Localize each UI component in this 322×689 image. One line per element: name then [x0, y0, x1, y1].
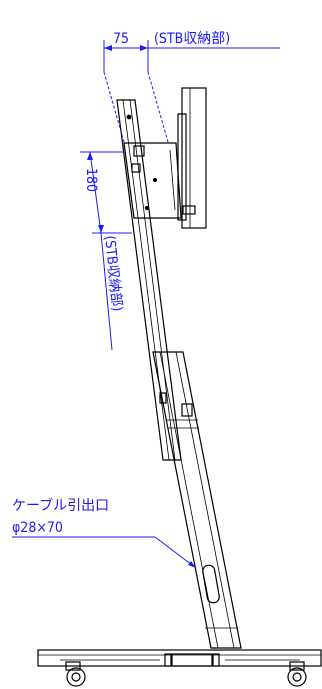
cable-outlet-leader	[12, 536, 197, 569]
cable-outlet-size: φ28×70	[12, 520, 63, 536]
height-dimension	[80, 151, 132, 351]
width-dimension-label: 75	[113, 31, 129, 47]
height-dimension-label: 180	[83, 168, 99, 192]
cable-outlet-title: ケーブル引出口	[12, 497, 109, 514]
caster-right	[287, 661, 307, 687]
display-panel	[177, 87, 207, 229]
width-dimension	[103, 40, 280, 143]
lower-sleeve	[152, 351, 242, 649]
caster-left	[65, 661, 86, 687]
base	[37, 649, 322, 667]
width-dimension-note: (STB収納部)	[154, 31, 230, 47]
stb-enclosure	[123, 142, 182, 219]
upper-column	[116, 99, 182, 461]
height-dimension-note: (STB収納部)	[101, 235, 125, 312]
